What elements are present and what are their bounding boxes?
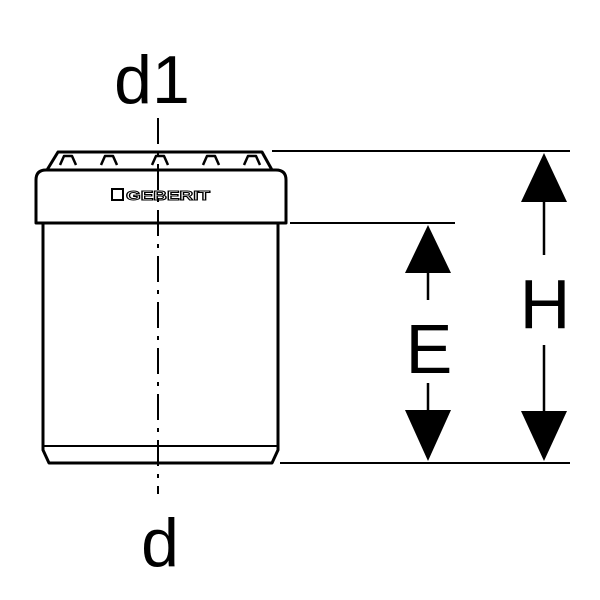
brand-logo: GEBERIT [111,188,211,204]
collar-band [34,168,288,225]
dimension-e: E [405,225,452,461]
brand-name: GEBERIT [126,188,210,203]
arrow-down-icon [521,411,567,461]
dimension-h: H [520,153,571,461]
geberit-square-logo-icon [111,188,124,201]
arrow-down-icon [405,410,451,461]
label-e: E [406,310,453,388]
arrow-up-icon [405,225,451,273]
label-d: d [141,505,179,581]
arrow-up-icon [521,153,567,202]
label-d1: d1 [114,42,190,118]
extension-lines [272,150,570,464]
pipe-fitting [34,150,288,465]
pipe-body [41,221,280,465]
label-h: H [520,265,571,343]
seal-teeth [58,154,262,166]
